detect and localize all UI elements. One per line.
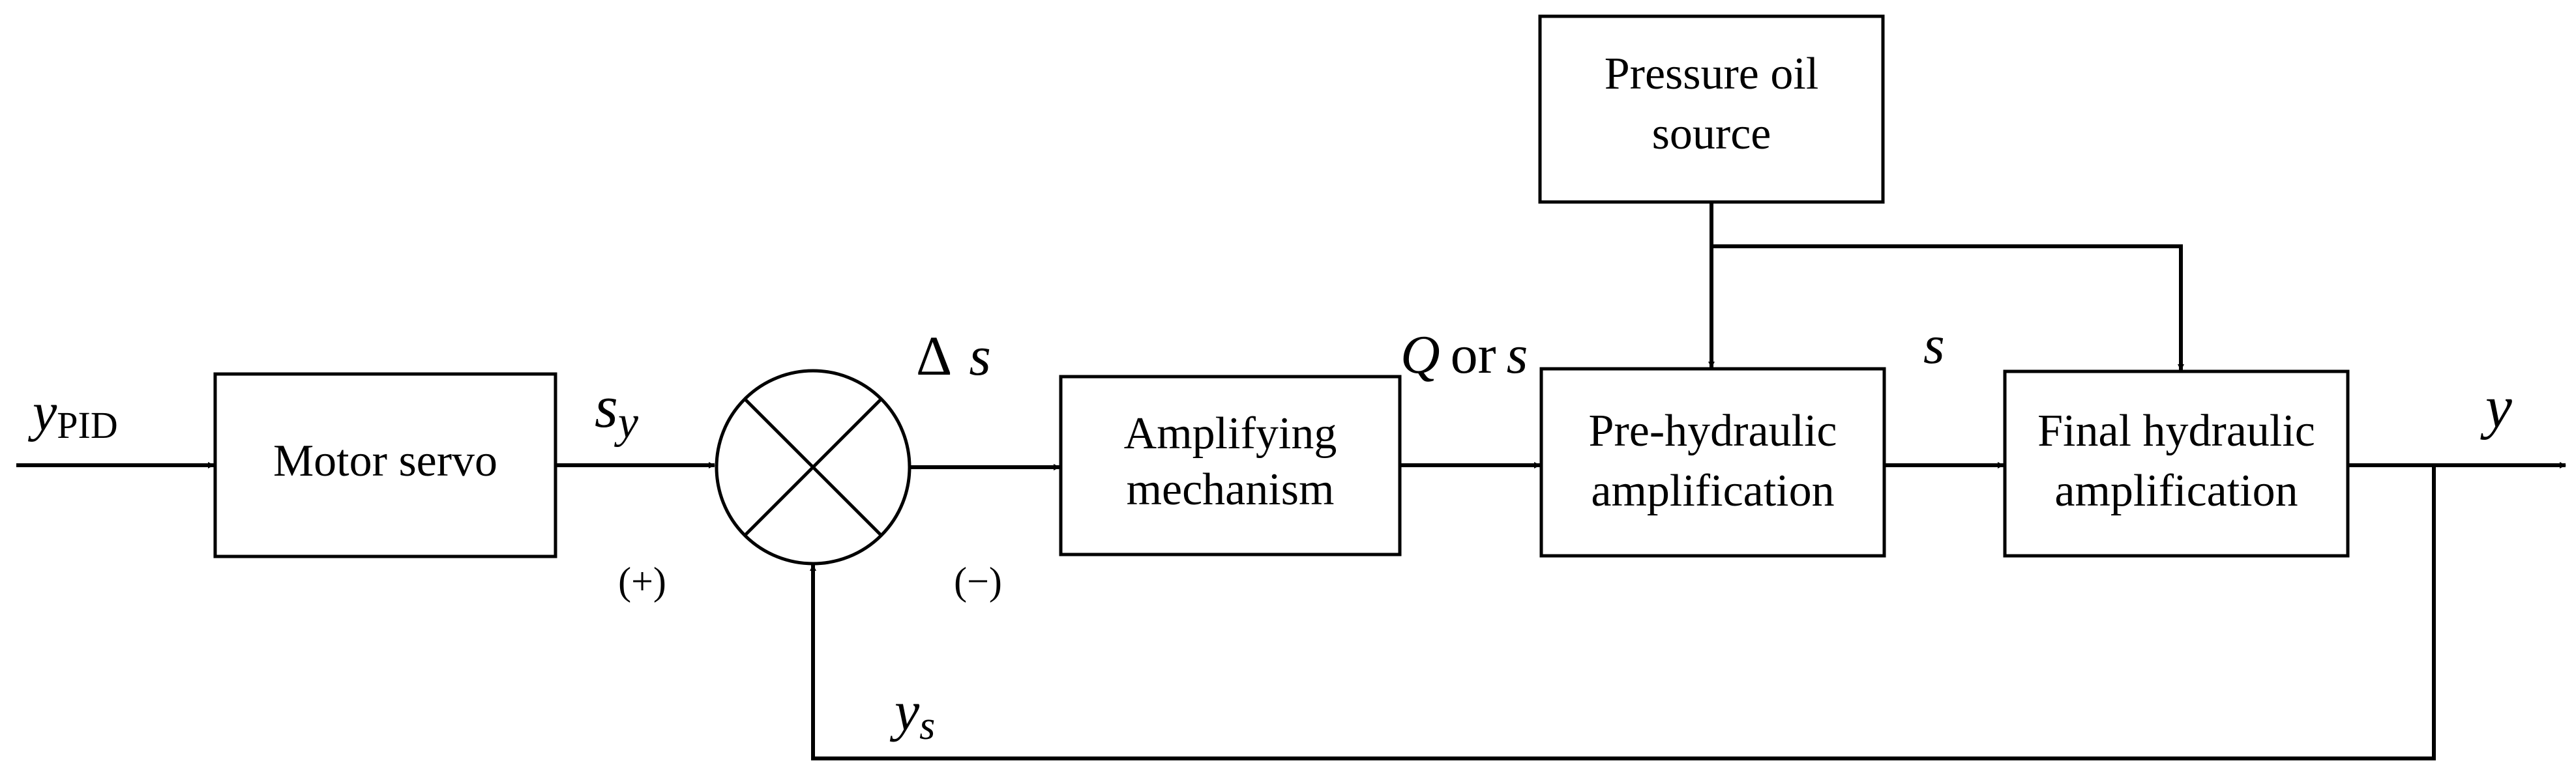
pressure-oil-source-label-line1: Pressure oil (1605, 49, 1819, 99)
final-hydraulic-label-line2: amplification (2054, 466, 2298, 516)
pre-hydraulic-label-line2: amplification (1591, 466, 1834, 516)
pre-hydraulic-amplification-block: Pre-hydraulic amplification (1539, 367, 1886, 558)
plus-sign-label: (+) (618, 560, 666, 603)
pressure-oil-line-to-final (1710, 202, 2184, 371)
pressure-oil-source-label-line2: source (1652, 109, 1771, 159)
final-hydraulic-amplification-block: Final hydraulic amplification (2003, 369, 2350, 558)
final-hydraulic-label-line1: Final hydraulic (2037, 406, 2315, 456)
output-signal-label: y (2480, 373, 2512, 440)
ys-signal-label: ys (889, 680, 935, 748)
sy-signal-label: sy (595, 373, 639, 448)
summing-junction (715, 369, 911, 566)
amplifying-mechanism-block: Amplifying mechanism (1059, 375, 1402, 556)
amplifying-mechanism-label-line1: Amplifying (1124, 409, 1337, 459)
pressure-oil-source-block: Pressure oil source (1538, 14, 1885, 204)
motor-servo-block: Motor servo (213, 372, 557, 558)
amplifying-mechanism-label-line2: mechanism (1127, 465, 1335, 515)
pre-hydraulic-label-line1: Pre-hydraulic (1589, 406, 1837, 456)
feedback-path (810, 465, 2436, 760)
minus-sign-label: (−) (954, 560, 1002, 603)
input-signal-label: yPID (27, 382, 118, 446)
motor-servo-label: Motor servo (273, 436, 497, 486)
s-signal-label: s (1923, 315, 1945, 375)
